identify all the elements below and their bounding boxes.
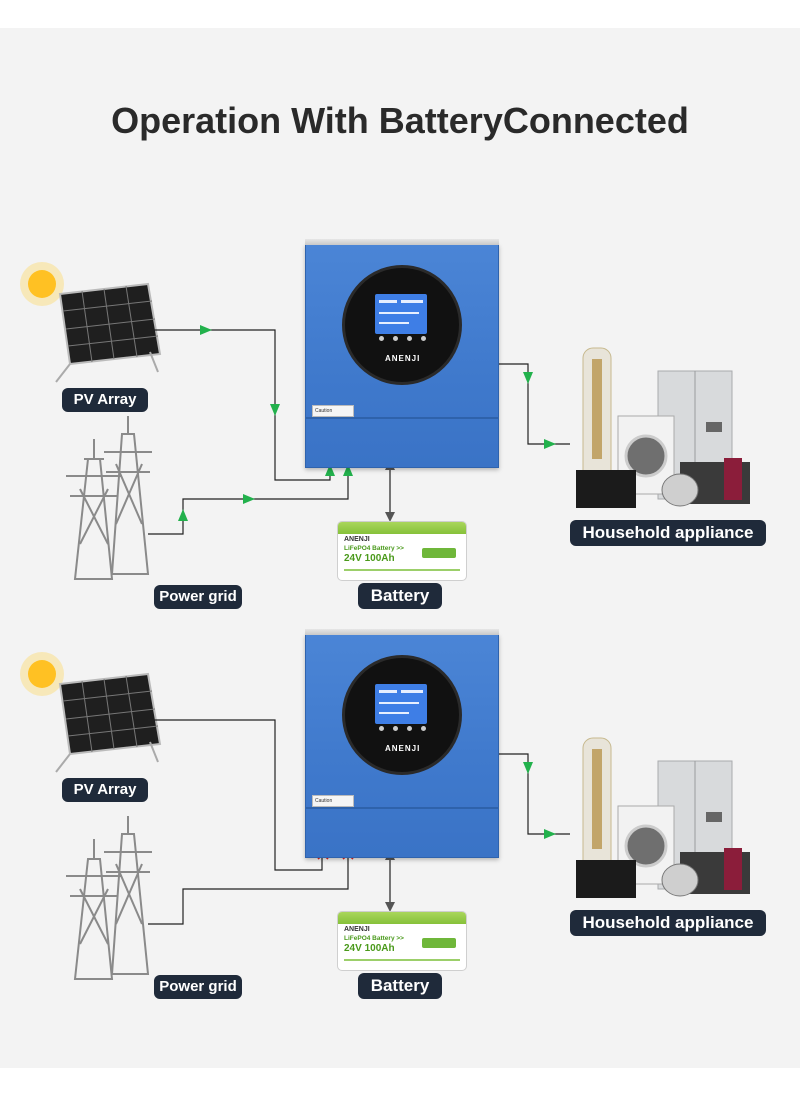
battery-charge-icon xyxy=(422,938,456,948)
battery-unit: ANENJI LiFePO4 Battery >> 24V 100Ah xyxy=(337,521,467,581)
battery-unit: ANENJI LiFePO4 Battery >> 24V 100Ah xyxy=(337,911,467,971)
power-grid-label: Power grid xyxy=(154,585,242,609)
inverter-brand: ANENJI xyxy=(385,354,421,363)
household-appliances-icon xyxy=(576,737,750,898)
battery-brand: ANENJI xyxy=(344,926,370,933)
power-pylon-icon xyxy=(66,416,152,580)
household-appliance-label: Household appliance xyxy=(570,910,766,936)
flow-arrows xyxy=(523,762,556,839)
household-appliance-label: Household appliance xyxy=(570,520,766,546)
battery-chemistry: LiFePO4 Battery >> xyxy=(344,935,404,942)
panel-grid-cut: ANENJI Caution ANENJI LiFePO4 Battery >>… xyxy=(0,629,800,1024)
solar-panel-icon xyxy=(55,282,162,383)
inverter-unit: ANENJI Caution xyxy=(305,239,499,468)
inverter-unit: ANENJI Caution xyxy=(305,629,499,858)
power-pylon-icon xyxy=(66,816,152,980)
sun-icon xyxy=(28,660,56,688)
inverter-brand: ANENJI xyxy=(385,744,421,753)
battery-brand: ANENJI xyxy=(344,536,370,543)
panel-with-grid: ANENJI Caution ANENJI LiFePO4 Battery >>… xyxy=(0,239,800,634)
page-title: Operation With BatteryConnected xyxy=(111,100,689,141)
power-grid-label: Power grid xyxy=(154,975,242,999)
pv-array-label: PV Array xyxy=(62,778,148,802)
inverter-display: ANENJI xyxy=(342,265,462,385)
caution-sticker: Caution xyxy=(312,405,354,417)
battery-charge-icon xyxy=(422,548,456,558)
battery-chemistry: LiFePO4 Battery >> xyxy=(344,545,404,552)
battery-label: Battery xyxy=(358,583,442,609)
battery-spec: 24V 100Ah xyxy=(344,943,395,954)
battery-label: Battery xyxy=(358,973,442,999)
household-appliances-icon xyxy=(576,347,750,508)
pv-array-label: PV Array xyxy=(62,388,148,412)
caution-sticker: Caution xyxy=(312,795,354,807)
panel-1-wiring xyxy=(20,262,750,580)
flow-arrows xyxy=(178,325,556,521)
battery-spec: 24V 100Ah xyxy=(344,553,395,564)
sun-icon xyxy=(28,270,56,298)
panel-2-wiring xyxy=(20,652,750,980)
solar-panel-icon xyxy=(55,672,162,773)
inverter-display: ANENJI xyxy=(342,655,462,775)
